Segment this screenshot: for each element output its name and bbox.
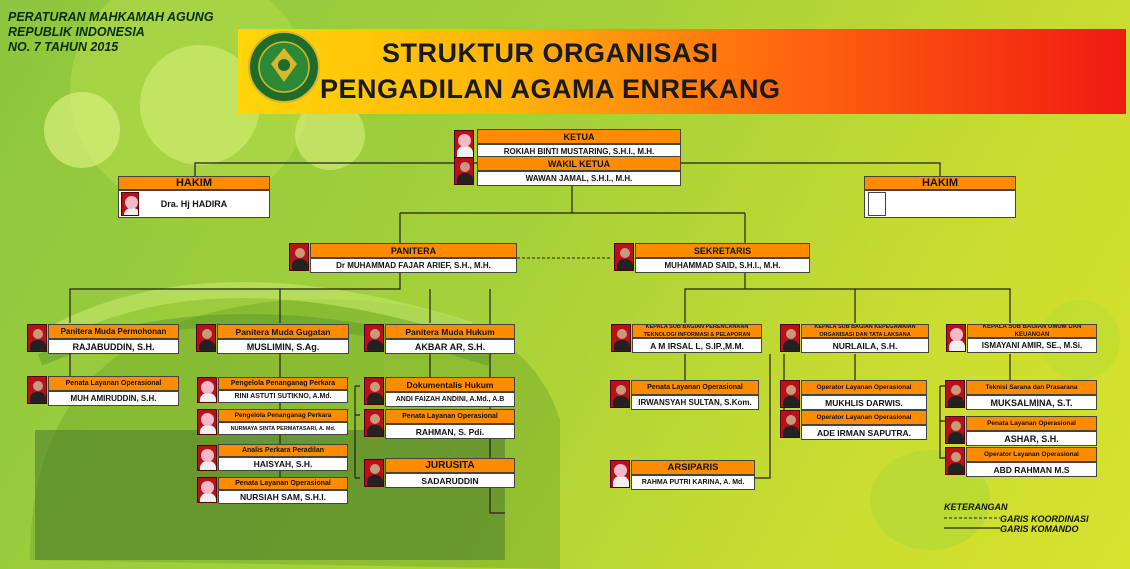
jurusita-title: JURUSITA <box>385 458 515 473</box>
pm-gugatan-photo <box>196 324 216 352</box>
pengelola1-name: RINI ASTUTI SUTIKNO, A.Md. <box>218 390 348 403</box>
hakim-right-name <box>864 190 1016 218</box>
legend-title: KETERANGAN <box>944 502 1008 512</box>
pl-ptip-photo <box>610 380 630 408</box>
pm-hukum-photo <box>364 324 384 352</box>
legend: KETERANGAN GARIS KOORDINASI GARIS KOMAND… <box>944 502 1089 534</box>
mahkamah-agung-seal-icon <box>248 31 320 103</box>
op2-title: Operator Layanan Operasional <box>801 410 927 425</box>
hakim-right-title: HAKIM <box>864 176 1016 190</box>
ketua-title: KETUA <box>477 129 681 144</box>
pl-gugatan-name: NURSIAH SAM, S.H.I. <box>218 490 348 504</box>
analis-name: HAISYAH, S.H. <box>218 457 348 471</box>
sekretaris-photo <box>614 243 634 271</box>
pengelola2-photo <box>197 409 217 435</box>
pm-permohonan-photo <box>27 324 47 352</box>
ksb-umum-photo <box>946 324 966 352</box>
pl-gugatan-photo <box>197 477 217 503</box>
pl-hukum-name: RAHMAN, S. Pdi. <box>385 424 515 439</box>
dokumentalis-name: ANDI FAIZAH ANDINI, A.Md., A.B <box>385 392 515 407</box>
ketua-photo <box>454 130 474 158</box>
op2-photo <box>780 410 800 438</box>
op1-photo <box>780 380 800 408</box>
jurusita-photo <box>364 459 384 487</box>
wakil-ketua-name: WAWAN JAMAL, S.H.I., M.H. <box>477 171 681 186</box>
pl-permohonan-photo <box>27 376 47 404</box>
dokumentalis-title: Dokumentalis Hukum <box>385 377 515 392</box>
pl-ptip-name: IRWANSYAH SULTAN, S.Kom. <box>631 395 759 410</box>
dokumentalis-photo <box>364 377 384 405</box>
pl-gugatan-title: Penata Layanan Operasional <box>218 477 348 490</box>
regulation-line-3: NO. 7 TAHUN 2015 <box>8 40 119 54</box>
pm-gugatan-name: MUSLIMIN, S.Ag. <box>217 339 349 354</box>
legend-command: GARIS KOMANDO <box>1000 524 1079 534</box>
hakim-right-photo-placeholder <box>868 192 886 216</box>
pm-gugatan-title: Panitera Muda Gugatan <box>217 324 349 339</box>
pm-hukum-name: AKBAR AR, S.H. <box>385 339 515 354</box>
op-umum-photo <box>945 447 965 475</box>
page-subtitle: PENGADILAN AGAMA ENREKANG <box>320 74 781 104</box>
arsiparis-title: ARSIPARIS <box>631 460 755 475</box>
teknisi-title: Teknisi Sarana dan Prasarana <box>966 380 1097 395</box>
pl-permohonan-title: Penata Layanan Operasional <box>48 376 179 391</box>
regulation-line-1: PERATURAN MAHKAMAH AGUNG <box>8 10 214 24</box>
arsiparis-photo <box>610 460 630 488</box>
wakil-ketua-title: WAKIL KETUA <box>477 156 681 171</box>
analis-title: Analis Perkara Peradilan <box>218 444 348 457</box>
pengelola2-name: NURMAYA SINTA PERMATASARI, A. Md. <box>218 422 348 435</box>
pengelola2-title: Pengelola Penanganag Perkara <box>218 409 348 422</box>
arsiparis-name: RAHMA PUTRI KARINA, A. Md. <box>631 475 755 490</box>
ksb-kepeg-name: NURLAILA, S.H. <box>801 338 929 353</box>
sekretaris-name: MUHAMMAD SAID, S.H.I., M.H. <box>635 258 810 273</box>
pl-umum-name: ASHAR, S.H. <box>966 431 1097 446</box>
pl-umum-photo <box>945 416 965 444</box>
pl-ptip-title: Penata Layanan Operasional <box>631 380 759 395</box>
pl-hukum-photo <box>364 409 384 437</box>
ksb-ptip-title: KEPALA SUB BAGIAN PERENCANAAN TEKNOLOGI … <box>632 324 762 338</box>
ksb-umum-title: KEPALA SUB BAGIAN UMUM DAN KEUANGAN <box>967 324 1097 338</box>
sekretaris-title: SEKRETARIS <box>635 243 810 258</box>
ksb-ptip-name: A M IRSAL L, S.IP.,M.M. <box>632 338 762 353</box>
ksb-ptip-photo <box>611 324 631 352</box>
panitera-photo <box>289 243 309 271</box>
hakim-left-title: HAKIM <box>118 176 270 190</box>
panitera-title: PANITERA <box>310 243 517 258</box>
regulation-line-2: REPUBLIK INDONESIA <box>8 25 145 39</box>
pengelola1-title: Pengelola Penanganag Perkara <box>218 377 348 390</box>
pm-permohonan-title: Panitera Muda Permohonan <box>48 324 179 339</box>
op1-title: Operator Layanan Operasional <box>801 380 927 395</box>
op-umum-title: Operator Layanan Operasional <box>966 447 1097 462</box>
hakim-left-photo <box>121 192 139 216</box>
pengelola1-photo <box>197 377 217 403</box>
legend-coordination: GARIS KOORDINASI <box>1000 514 1089 524</box>
pl-permohonan-name: MUH AMIRUDDIN, S.H. <box>48 391 179 406</box>
op-umum-name: ABD RAHMAN M.S <box>966 462 1097 477</box>
pm-hukum-title: Panitera Muda Hukum <box>385 324 515 339</box>
title-banner <box>238 29 1126 114</box>
ksb-kepeg-title: KEPALA SUB BAGIAN KEPEGAWAIAN ORGANISASI… <box>801 324 929 338</box>
hakim-left-name: Dra. Hj HADIRA <box>118 190 270 218</box>
panitera-name: Dr MUHAMMAD FAJAR ARIEF, S.H., M.H. <box>310 258 517 273</box>
wakil-ketua-photo <box>454 157 474 185</box>
ksb-kepeg-photo <box>780 324 800 352</box>
teknisi-name: MUKSALMINA, S.T. <box>966 395 1097 410</box>
teknisi-photo <box>945 380 965 408</box>
jurusita-name: SADARUDDIN <box>385 473 515 488</box>
op1-name: MUKHLIS DARWIS. <box>801 395 927 410</box>
pl-hukum-title: Penata Layanan Operasional <box>385 409 515 424</box>
pm-permohonan-name: RAJABUDDIN, S.H. <box>48 339 179 354</box>
analis-photo <box>197 445 217 471</box>
pl-umum-title: Penata Layanan Operasional <box>966 416 1097 431</box>
page-title: STRUKTUR ORGANISASI <box>382 38 719 68</box>
op2-name: ADE IRMAN SAPUTRA. <box>801 425 927 440</box>
ksb-umum-name: ISMAYANI AMIR, SE., M.Si. <box>967 338 1097 353</box>
